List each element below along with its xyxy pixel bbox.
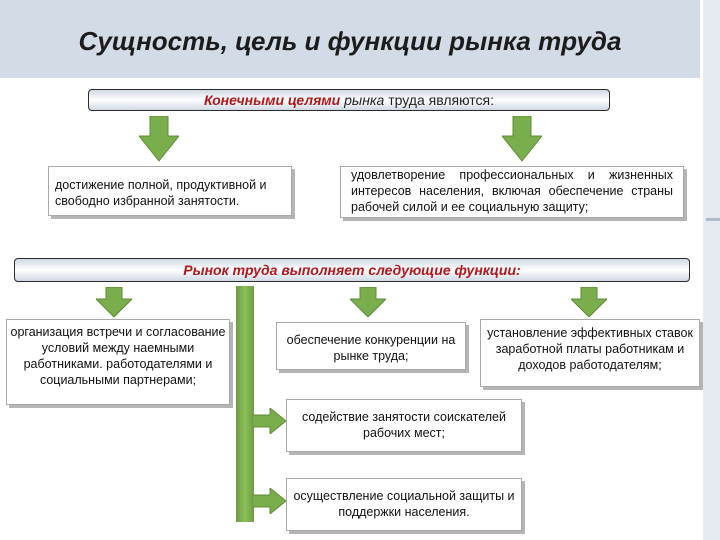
functions-banner-text: Рынок труда выполняет следующие функции: <box>183 262 521 278</box>
arrow-down-icon <box>502 116 542 162</box>
functions-banner: Рынок труда выполняет следующие функции: <box>14 258 690 282</box>
goal-text: удовлетворение профессиональных и жизнен… <box>351 168 673 214</box>
arrow-right-icon <box>252 408 286 434</box>
function-text: установление эффективных ставок заработн… <box>487 326 693 372</box>
goals-banner-rest: труда являются: <box>384 92 494 108</box>
arrow-down-icon <box>571 287 607 317</box>
side-band <box>703 0 720 540</box>
function-text: организация встречи и согласование услов… <box>10 325 226 387</box>
arrow-down-icon <box>350 287 386 317</box>
goals-banner-word: рынка <box>340 92 385 108</box>
function-card-employment-support: содействие занятости соискателей рабочих… <box>286 399 522 452</box>
page-title: Сущность, цель и функции рынка труда <box>78 26 622 56</box>
function-card-competition: обеспечение конкуренции на рынке труда; <box>276 322 466 370</box>
connector-line <box>236 286 254 522</box>
goals-banner-highlight: Конечными целями <box>204 92 341 108</box>
goals-banner: Конечными целями рынка труда являются: <box>88 89 610 111</box>
goal-card-employment: достижение полной, продуктивной и свобод… <box>48 166 292 216</box>
goal-text: достижение полной, продуктивной и свобод… <box>55 178 267 208</box>
function-text: обеспечение конкуренции на рынке труда; <box>286 333 456 363</box>
function-card-negotiation: организация встречи и согласование услов… <box>6 319 230 405</box>
function-card-social-protection: осуществление социальной защиты и поддер… <box>286 478 522 531</box>
header-bar: Сущность, цель и функции рынка труда <box>0 0 700 78</box>
function-card-wages: установление эффективных ставок заработн… <box>480 319 700 387</box>
arrow-down-icon <box>96 287 132 317</box>
arrow-right-icon <box>252 488 286 514</box>
side-divider <box>700 0 703 540</box>
side-accent-mark <box>706 218 720 221</box>
goal-card-interests: удовлетворение профессиональных и жизнен… <box>340 166 684 218</box>
function-text: содействие занятости соискателей рабочих… <box>302 410 506 440</box>
function-text: осуществление социальной защиты и поддер… <box>293 489 515 519</box>
arrow-down-icon <box>139 116 179 162</box>
